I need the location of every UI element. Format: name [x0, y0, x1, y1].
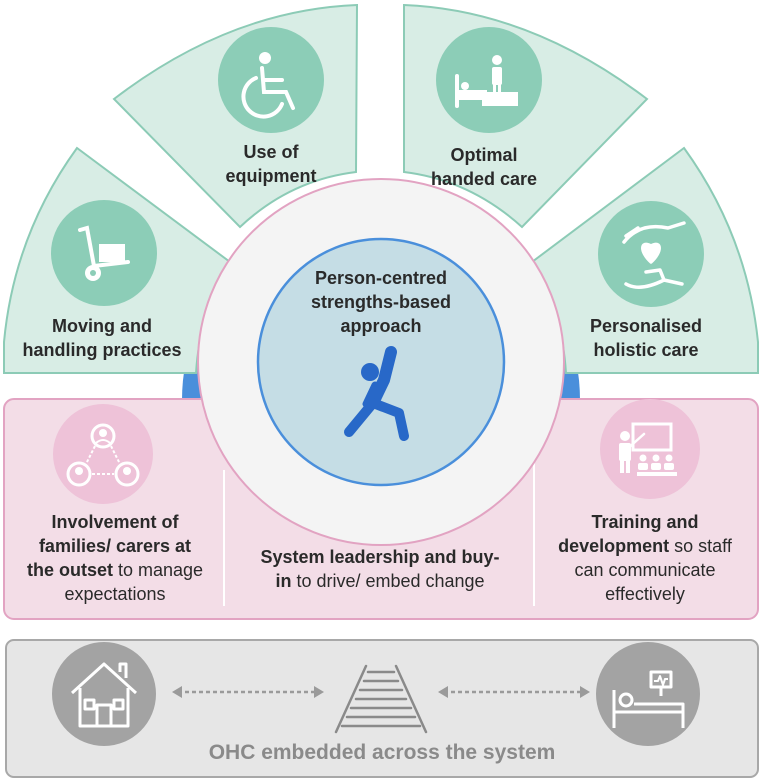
- involvement-line2: families/ carers at: [38, 536, 192, 556]
- hospital-bed-icon-circle: [596, 642, 700, 746]
- hospital-bed-icon: [612, 670, 685, 728]
- leadership-line2: in to drive/ embed change: [232, 569, 528, 593]
- teaching-icon: [619, 422, 677, 476]
- involvement-line4: expectations: [64, 584, 166, 604]
- involvement-line3: the outset to manage: [10, 558, 220, 582]
- footer-label: OHC embedded across the system: [208, 741, 556, 764]
- petal-moving-line1: Moving and: [52, 316, 152, 336]
- petal-personalised-label: Personalised holistic care: [566, 314, 726, 362]
- center-label: Person-centred strengths-based approach: [291, 266, 471, 338]
- leadership-bold2: in: [275, 571, 292, 591]
- railway-track-icon: [334, 664, 428, 734]
- training-line4: effectively: [605, 584, 685, 604]
- center-circle: [256, 237, 506, 487]
- leadership-line1: System leadership and buy-: [260, 547, 500, 567]
- center-line3: approach: [340, 316, 422, 336]
- training-text: Training and development so staff can co…: [540, 510, 750, 606]
- leadership-text: System leadership and buy- in to drive/ …: [232, 545, 528, 593]
- caring-hands-icon: [622, 221, 686, 289]
- house-icon: [70, 662, 138, 728]
- trolley-icon: [78, 225, 130, 281]
- involvement-line1: Involvement of: [51, 512, 179, 532]
- petal-equipment-label: Use of equipment: [206, 140, 336, 188]
- arrow-left: [172, 686, 324, 698]
- petal-optimal-line2: handed care: [430, 169, 538, 189]
- training-line3: can communicate: [574, 560, 716, 580]
- stretching-person-icon: [344, 346, 409, 441]
- training-rest2: so staff: [669, 536, 732, 556]
- involvement-text: Involvement of families/ carers at the o…: [10, 510, 220, 606]
- people-network-icon-circle: [53, 404, 153, 504]
- bed-icon-circle: [436, 27, 542, 133]
- center-line1: Person-centred: [314, 268, 448, 288]
- petal-moving-line2: handling practices: [22, 340, 182, 360]
- house-icon-circle: [52, 642, 156, 746]
- petal-moving-label: Moving and handling practices: [4, 314, 200, 362]
- petal-equipment-line1: Use of: [243, 142, 299, 162]
- petal-personalised-line1: Personalised: [589, 316, 703, 336]
- wheelchair-icon: [241, 52, 295, 119]
- petal-equipment-line2: equipment: [225, 166, 317, 186]
- petal-optimal-label: Optimal handed care: [414, 143, 554, 191]
- involvement-rest3: to manage: [112, 560, 204, 580]
- leadership-rest2: to drive/ embed change: [291, 571, 485, 591]
- center-line2: strengths-based: [310, 292, 452, 312]
- involvement-bold3: the outset: [26, 560, 113, 580]
- petal-optimal-line1: Optimal: [450, 145, 518, 165]
- training-line2: development so staff: [540, 534, 750, 558]
- bed-icon: [455, 55, 518, 108]
- training-line1: Training and: [591, 512, 699, 532]
- arrow-right: [438, 686, 590, 698]
- petal-personalised-line2: holistic care: [593, 340, 699, 360]
- training-bold2: development: [558, 536, 670, 556]
- people-network-icon: [66, 423, 140, 487]
